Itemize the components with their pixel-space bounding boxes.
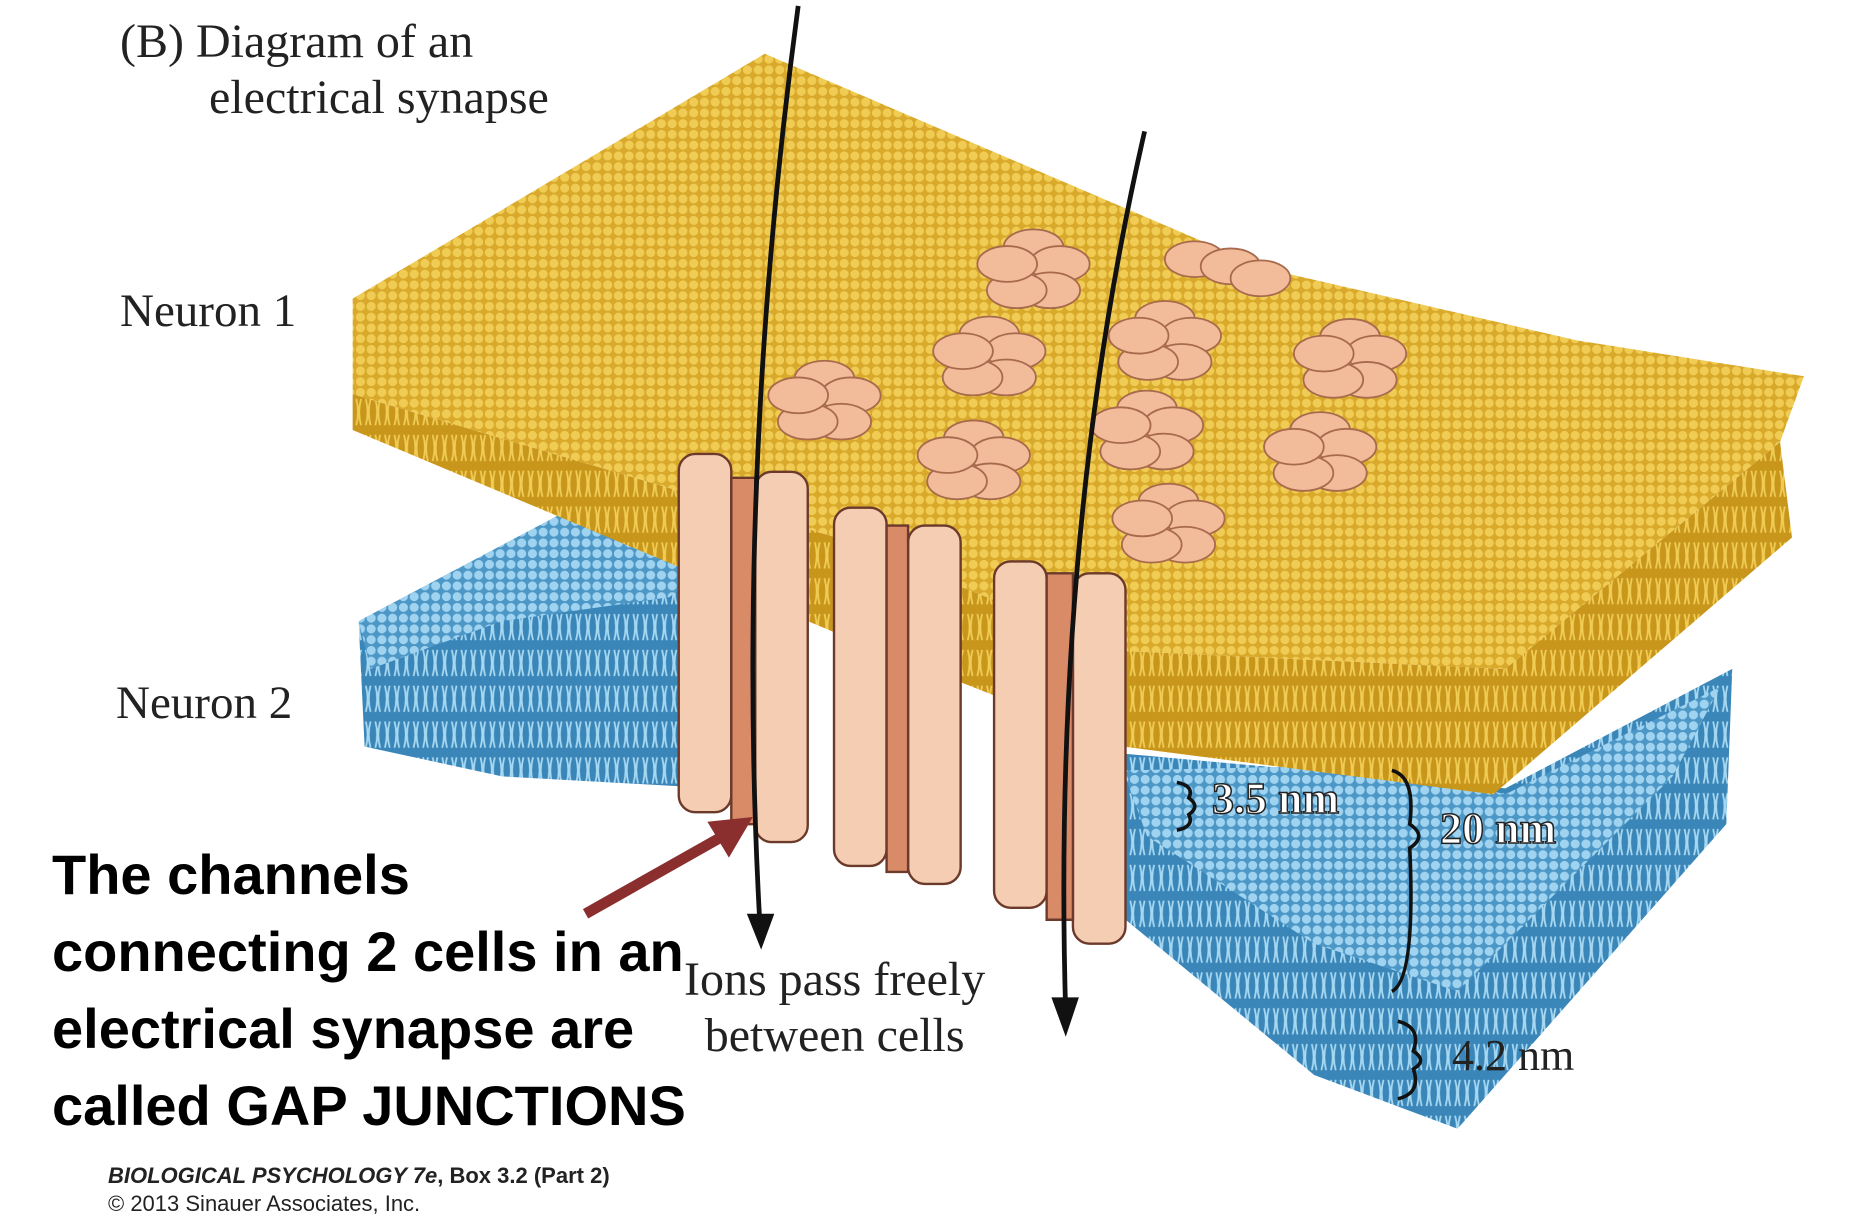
ions-label: Ions pass freely between cells: [684, 952, 985, 1064]
annotation-arrow: [582, 817, 753, 919]
copyright: © 2013 Sinauer Associates, Inc.: [108, 1191, 421, 1216]
total-measurement: 20 nm: [1439, 803, 1557, 854]
annotation-line: electrical synapse are: [52, 997, 635, 1060]
annotation-line: connecting 2 cells in an: [52, 920, 684, 983]
annotation-line: called GAP JUNCTIONS: [52, 1074, 686, 1137]
neuron1-label: Neuron 1: [120, 285, 297, 337]
neuron2-label: Neuron 2: [116, 677, 293, 729]
title-line-2: electrical synapse: [209, 71, 549, 124]
gap-junction-annotation: The channels connecting 2 cells in an el…: [52, 836, 686, 1144]
figure-title: (B) Diagram of an electrical synapse: [120, 14, 549, 126]
book-title: BIOLOGICAL PSYCHOLOGY 7e: [108, 1163, 438, 1188]
ions-line-1: Ions pass freely: [684, 953, 986, 1006]
neuron2-membrane: [358, 513, 1733, 1129]
gap-measurement: 3.5 nm: [1211, 773, 1340, 824]
gap-junction-channels: [677, 452, 1127, 945]
title-line-1: (B) Diagram of an: [120, 15, 474, 68]
ions-line-2: between cells: [704, 1009, 965, 1062]
annotation-line: The channels: [52, 843, 410, 906]
box-reference: , Box 3.2 (Part 2): [437, 1163, 610, 1188]
measurement-braces: [1176, 768, 1423, 1101]
ion-flow-arrows: [750, 5, 1147, 1016]
neuron1-membrane: [352, 53, 1804, 795]
membrane-measurement: 4.2 nm: [1452, 1031, 1575, 1080]
connexons: [767, 228, 1408, 564]
